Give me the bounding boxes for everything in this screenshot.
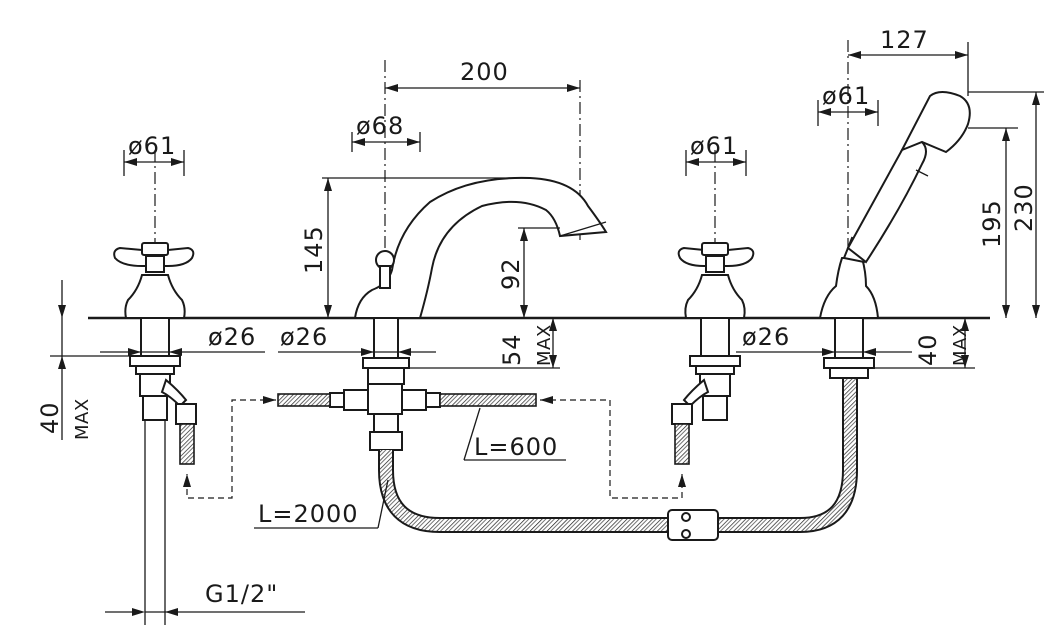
dim-230-label: 230 — [1010, 183, 1038, 232]
dim-hole-center: ø26 — [278, 323, 436, 356]
dim-right-valve-dia: ø61 — [685, 132, 747, 176]
dim-hole-left-label: ø26 — [208, 323, 256, 351]
bath-spout — [353, 176, 608, 385]
thread-label: G1/2" — [205, 580, 278, 608]
tee-fitting — [277, 383, 537, 451]
dim-handshower-dia-label: ø61 — [822, 82, 870, 110]
dim-230: 230 — [968, 91, 1044, 318]
dim-200: 200 — [385, 58, 580, 92]
dim-spout-dia-label: ø68 — [356, 112, 404, 140]
dim-145: 145 — [300, 177, 530, 318]
connection-paths — [183, 396, 686, 499]
dim-195-label: 195 — [978, 199, 1006, 248]
dim-54-max-label: MAX — [534, 324, 555, 366]
dim-200-label: 200 — [460, 58, 509, 86]
dim-left-valve-dia-label: ø61 — [128, 132, 176, 160]
dim-92-label: 92 — [497, 257, 525, 290]
dim-40-left-label: 40 — [36, 401, 64, 434]
shower-hose — [378, 378, 858, 541]
dim-40-max-left: 40 MAX — [36, 280, 130, 440]
dim-40-left-max-label: MAX — [72, 398, 93, 440]
dim-54-label: 54 — [498, 333, 526, 366]
left-thread-lines — [105, 420, 305, 625]
dim-hole-right-label: ø26 — [742, 323, 790, 351]
hose-label-600-text: L=600 — [474, 433, 558, 461]
dim-right-valve-dia-label: ø61 — [690, 132, 738, 160]
dim-hole-left: ø26 — [100, 323, 265, 356]
dim-spout-dia: ø68 — [351, 112, 421, 152]
dim-handshower-dia: ø61 — [817, 82, 879, 126]
hose-label-2000: L=2000 — [254, 479, 389, 529]
right-cross-handle-valve — [671, 242, 755, 465]
thread-label-text: G1/2" — [205, 580, 278, 608]
dim-127: 127 — [848, 26, 969, 96]
dim-left-valve-dia: ø61 — [123, 132, 185, 176]
dim-hole-center-label: ø26 — [280, 323, 328, 351]
dim-127-label: 127 — [880, 26, 929, 54]
dim-40-right-max-label: MAX — [950, 324, 971, 366]
dim-40-right-label: 40 — [914, 333, 942, 366]
dim-195: 195 — [968, 127, 1018, 318]
dim-hole-right: ø26 — [736, 323, 912, 356]
hose-label-2000-text: L=2000 — [258, 500, 359, 528]
hand-shower — [818, 91, 971, 379]
dim-40-max-right: 40 MAX — [874, 318, 975, 369]
dim-54-max: 54 MAX — [410, 318, 560, 369]
hose-label-600: L=600 — [463, 407, 566, 461]
dim-92: 92 — [497, 227, 560, 318]
left-cross-handle-valve — [113, 242, 197, 465]
dim-145-label: 145 — [300, 225, 328, 274]
